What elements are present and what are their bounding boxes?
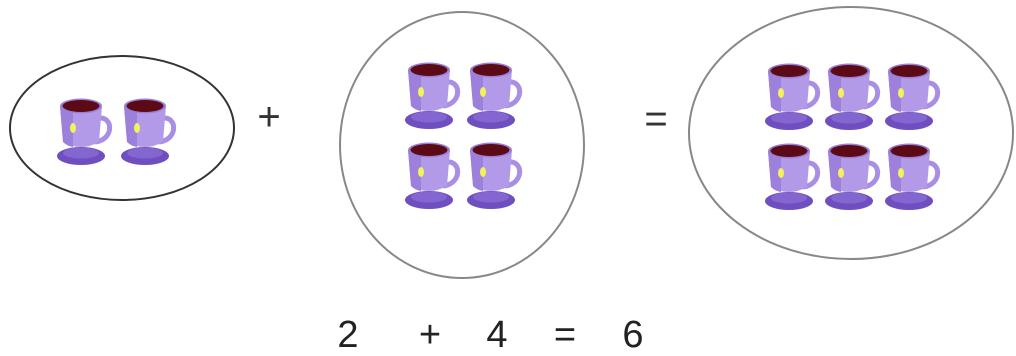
equation-equals-sign: = [554, 314, 576, 356]
group-1-outline [10, 56, 234, 200]
equation-plus-sign: + [419, 314, 441, 356]
group-3-outline [689, 7, 1013, 259]
equation: 2 + 4 = 6 [337, 314, 643, 356]
equation-right-number: 4 [486, 314, 507, 356]
equation-left-number: 2 [337, 314, 358, 356]
group-2 [340, 12, 584, 278]
group-3 [689, 7, 1013, 259]
plus-operator: + [257, 95, 280, 139]
group-1 [10, 56, 234, 200]
equation-result-number: 6 [622, 314, 643, 356]
group-2-outline [340, 12, 584, 278]
equals-operator: = [644, 97, 667, 141]
